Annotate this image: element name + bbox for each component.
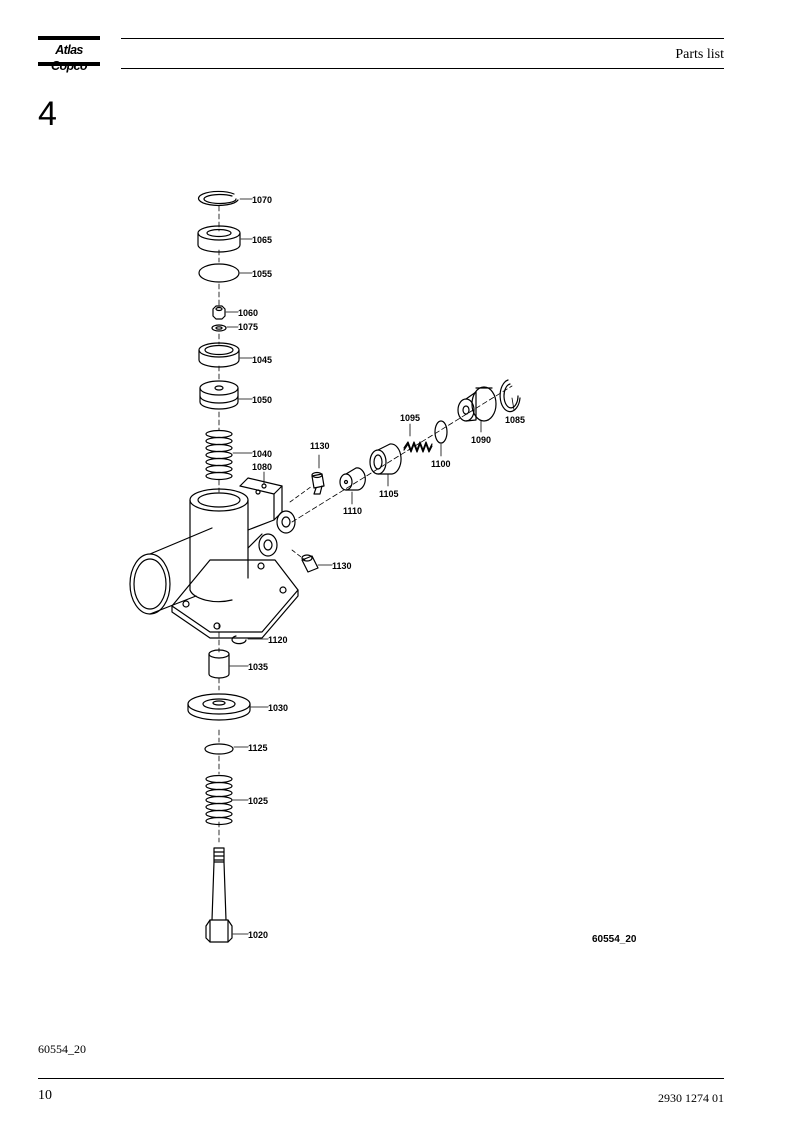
callout-1055: 1055: [252, 269, 272, 279]
header-top-rule: [121, 38, 724, 39]
callout-1075: 1075: [238, 322, 258, 332]
part-1020-bolt: [205, 847, 233, 943]
callout-1060: 1060: [238, 308, 258, 318]
section-number: 4: [38, 95, 57, 133]
part-1045-seal: [198, 342, 240, 368]
part-1075-washer: [211, 324, 227, 332]
callout-1025: 1025: [248, 796, 268, 806]
part-1090-cap: [457, 386, 497, 422]
part-1130-plug-top: [311, 471, 325, 495]
callout-1105: 1105: [379, 489, 399, 499]
callout-1050: 1050: [252, 395, 272, 405]
part-1060-nut: [212, 305, 226, 320]
callout-1045: 1045: [252, 355, 272, 365]
logo-top-bar: [38, 36, 100, 40]
callout-1100: 1100: [431, 459, 451, 469]
atlas-copco-logo: Atlas Copco: [38, 36, 100, 73]
part-1120-clip: [231, 635, 247, 645]
part-1100-o-ring: [434, 420, 448, 444]
part-1110-nozzle: [339, 467, 366, 491]
drawing-reference: 60554_20: [592, 934, 637, 945]
callout-1035: 1035: [248, 662, 268, 672]
valve-housing: [129, 477, 299, 639]
part-1055-o-ring: [198, 263, 240, 283]
part-1040-spring: [205, 429, 233, 481]
callout-1085: 1085: [505, 415, 525, 425]
part-1095-spring: [403, 441, 433, 453]
part-1125-o-ring: [204, 743, 234, 755]
part-1070-circlip: [197, 190, 239, 207]
callout-1130-top: 1130: [310, 441, 330, 451]
callout-1120: 1120: [268, 635, 288, 645]
figure-reference: 60554_20: [38, 1042, 86, 1056]
part-1035-bush: [208, 649, 230, 679]
callout-1040: 1040: [252, 449, 272, 459]
callout-1095: 1095: [400, 413, 420, 423]
footer-rule: [38, 1078, 724, 1079]
callout-1030: 1030: [268, 703, 288, 713]
callout-1070: 1070: [252, 195, 272, 205]
callout-1080: 1080: [252, 462, 272, 472]
logo-bottom-bar: [38, 62, 100, 66]
callout-1130-lower: 1130: [332, 561, 352, 571]
document-number: 2930 1274 01: [658, 1091, 724, 1105]
part-1105-sleeve: [369, 443, 402, 475]
part-1025-spring: [205, 774, 233, 826]
callout-1110: 1110: [343, 506, 362, 516]
part-1065-cap: [197, 225, 241, 253]
header-bottom-rule: [121, 68, 724, 69]
page-number: 10: [38, 1088, 52, 1103]
part-1130-plug-lower: [301, 554, 319, 573]
callout-1065: 1065: [252, 235, 272, 245]
callout-1090: 1090: [471, 435, 491, 445]
part-1050-piston: [199, 380, 239, 410]
part-1030-diaphragm: [187, 693, 251, 721]
callout-1020: 1020: [248, 930, 268, 940]
page-title: Parts list: [675, 47, 724, 62]
part-1085-circlip: [499, 379, 521, 413]
callout-1125: 1125: [248, 743, 268, 753]
